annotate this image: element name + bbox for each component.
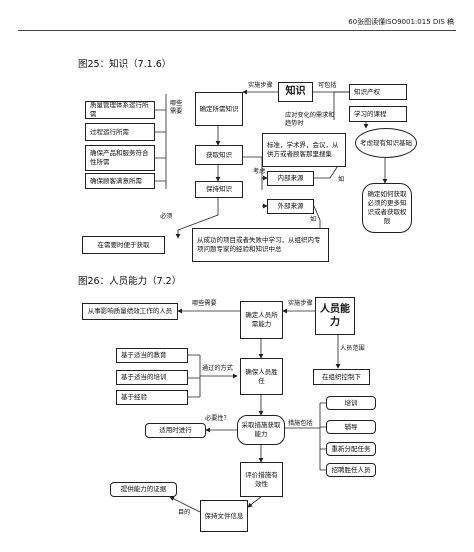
purpose-label: 目的 (178, 509, 191, 516)
evaluate-effectiveness-box: 评价措施有效性 (240, 462, 283, 497)
like-label-2: 如 (310, 216, 317, 223)
need-process-box: 过程运行所需 (85, 123, 155, 141)
method-education-box: 基于适当的教育 (116, 348, 188, 363)
internal-source-box: 内部来源 (267, 171, 314, 186)
determine-knowledge-box: 确定所需知识 (195, 92, 243, 126)
need-customer-box: 确保顾客满意所需 (85, 173, 155, 189)
ensure-access-box: 确定如何获取必须的更多知识或者获取权限 (362, 183, 412, 233)
need-qms-box: 质量管理体系运行所需 (85, 101, 155, 119)
measure-reassign-box: 重新分配任务 (326, 442, 376, 456)
evidence-box: 提供能力的证据 (110, 482, 177, 497)
page-header: 60张图读懂ISO9001:015 DIS 稿 (348, 18, 454, 26)
methods-label: 通过的方式 (202, 365, 233, 372)
figure-25-title: 图25：知识（7.1.6） (78, 59, 172, 70)
scope-label: 人员范围 (340, 345, 365, 352)
measure-training-box: 培训 (326, 396, 376, 410)
needs-label: 哪些需要 (170, 100, 183, 116)
competence-title-box: 人员能力 (315, 297, 355, 335)
available-box: 在需要时便于获取 (82, 236, 165, 254)
acquire-knowledge-box: 获取知识 (195, 145, 243, 165)
determine-competence-box: 确定人员所需能力 (240, 301, 283, 339)
when-appropriate-box: 适用时进行 (145, 423, 206, 438)
external-source-box: 外部来源 (267, 199, 314, 214)
maintain-knowledge-box: 保持知识 (195, 181, 243, 198)
needs-label-26: 哪些需要 (192, 300, 217, 307)
respond-changes-label: 应对变化的需求和趋势时 (285, 112, 335, 128)
header-divider (18, 30, 456, 31)
measure-coaching-box: 辅导 (326, 420, 376, 434)
ip-box: 知识产权 (349, 84, 407, 100)
may-include-label: 可包括 (318, 82, 337, 89)
implement-steps-label-26: 实施步骤 (288, 300, 313, 307)
must-label: 必须 (160, 213, 173, 220)
take-action-box: 采取措施获取能力 (237, 415, 285, 445)
need-conformity-box: 确保产品和服务符合性所需 (85, 145, 155, 171)
ensure-competent-box: 确保人员胜任 (240, 358, 283, 395)
figure-26-title: 图26：人员能力（7.2） (78, 276, 182, 287)
knowledge-title-box: 知识 (278, 82, 313, 102)
consider-label: 考虑 (253, 168, 266, 175)
lessons-box: 学习的课程 (349, 106, 407, 122)
method-experience-box: 基于经验 (116, 390, 188, 405)
lessons-note-box: 从成功的项目或者失败中学习，从组织内专项问题专家的经验和知识中总 (192, 228, 329, 262)
people-work-box: 从事影响质量绩效工作的人员 (82, 303, 178, 320)
sources-note-box: 标准，学术界，会议，从供方或者顾客那里搜集 (262, 133, 346, 167)
method-training-box: 基于适当的培训 (116, 370, 188, 385)
consider-current-ellipse: 考虑现有知识基础 (355, 128, 417, 158)
measure-hire-box: 招聘胜任人员 (326, 463, 376, 477)
like-label-1: 如 (338, 176, 345, 183)
necessity-label: 必要性？ (205, 415, 230, 422)
retain-documented-box: 保持文件信息 (200, 500, 248, 532)
under-control-box: 在组织控制下 (313, 369, 370, 385)
implement-steps-label: 实施步骤 (248, 82, 273, 89)
measures-include-label: 措施包括 (288, 420, 313, 427)
